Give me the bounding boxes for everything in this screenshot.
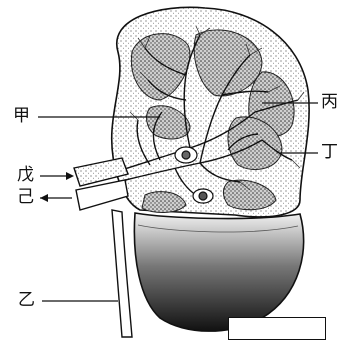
label-yi: 乙 xyxy=(18,292,35,309)
label-ding: 丁 xyxy=(321,144,338,161)
label-bing: 丙 xyxy=(321,94,338,111)
arrowhead-wu xyxy=(66,172,74,180)
ureter-tube xyxy=(112,210,132,337)
renal-hilum-vessels xyxy=(74,158,128,210)
label-ji: 己 xyxy=(17,189,34,206)
arrowhead-ji xyxy=(40,194,48,202)
label-jia: 甲 xyxy=(13,108,30,125)
label-wu: 戊 xyxy=(17,167,34,184)
lower-kidney-medulla xyxy=(134,213,303,331)
answer-box xyxy=(228,317,326,340)
